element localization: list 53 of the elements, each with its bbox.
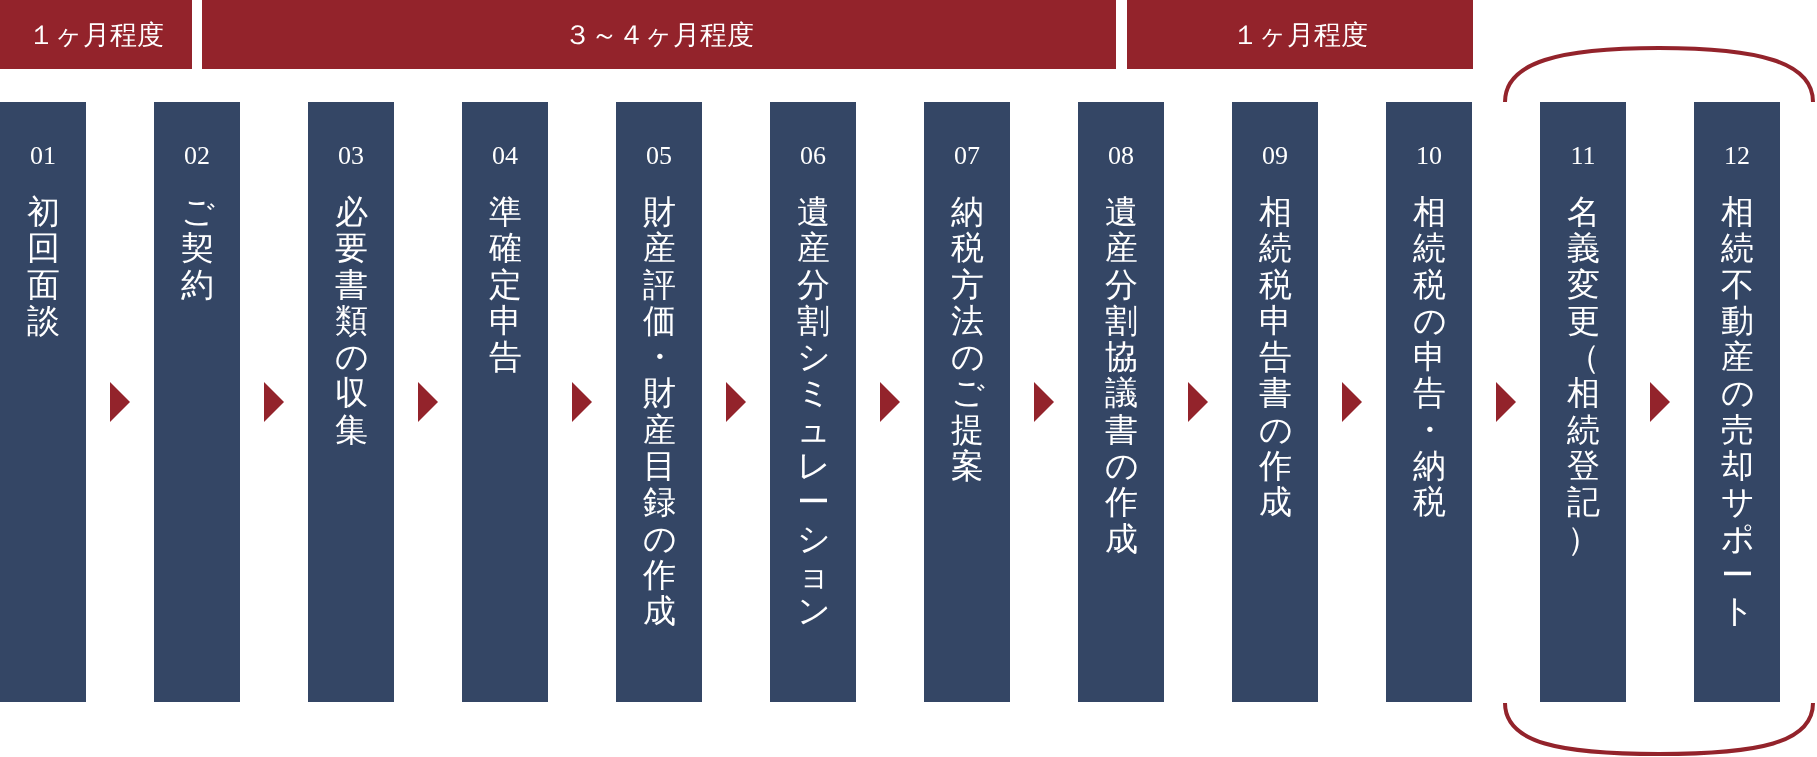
step-column xyxy=(616,102,702,702)
step-column xyxy=(1078,102,1164,702)
step-number: 01 xyxy=(30,140,56,172)
duration-label: １ヶ月程度 xyxy=(28,18,164,52)
step-title: 遺産分割協議書の作成 xyxy=(1104,194,1138,557)
arrow xyxy=(1034,382,1054,422)
step-number: 09 xyxy=(1262,140,1288,172)
duration-label: １ヶ月程度 xyxy=(1232,18,1368,52)
step-title: 相続税の申告・納税 xyxy=(1412,194,1446,521)
step-column xyxy=(1694,102,1780,702)
step-column xyxy=(462,102,548,702)
step-title: 必要書類の収集 xyxy=(334,194,368,449)
step-title: 相続不動産の売却サポート xyxy=(1720,194,1754,630)
arrow xyxy=(726,382,746,422)
arrow xyxy=(880,382,900,422)
step-column xyxy=(1540,102,1626,702)
arrow xyxy=(110,382,130,422)
step-title: 準確定申告 xyxy=(488,194,522,376)
arrow xyxy=(418,382,438,422)
step-number: 12 xyxy=(1724,140,1750,172)
step-title: 財産評価・財産目録の作成 xyxy=(642,194,676,630)
arrow xyxy=(1650,382,1670,422)
step-number: 07 xyxy=(954,140,980,172)
arrow xyxy=(264,382,284,422)
step-title: 遺産分割シミュレーション xyxy=(796,194,830,630)
step-column xyxy=(1232,102,1318,702)
step-column xyxy=(308,102,394,702)
step-title: ご契約 xyxy=(180,194,214,303)
period-band xyxy=(202,0,1116,69)
step-column xyxy=(154,102,240,702)
arrow xyxy=(1342,382,1362,422)
step-number: 02 xyxy=(184,140,210,172)
duration-label: ３～４ヶ月程度 xyxy=(564,18,754,52)
step-number: 08 xyxy=(1108,140,1134,172)
step-number: 05 xyxy=(646,140,672,172)
step-title: 名義変更（相続登記） xyxy=(1566,194,1600,557)
step-column xyxy=(0,102,86,702)
step-title: 納税方法のご提案 xyxy=(950,194,984,485)
arrow xyxy=(1496,382,1516,422)
step-title: 初回面談 xyxy=(26,194,60,340)
step-title: 相続税申告書の作成 xyxy=(1258,194,1292,521)
step-number: 03 xyxy=(338,140,364,172)
period-band xyxy=(1127,0,1473,69)
step-number: 06 xyxy=(800,140,826,172)
period-band xyxy=(0,0,192,69)
step-number: 10 xyxy=(1416,140,1442,172)
step-number: 04 xyxy=(492,140,518,172)
step-column xyxy=(1386,102,1472,702)
step-column xyxy=(924,102,1010,702)
step-column xyxy=(770,102,856,702)
arrow xyxy=(1188,382,1208,422)
arrow xyxy=(572,382,592,422)
step-number: 11 xyxy=(1570,140,1596,172)
